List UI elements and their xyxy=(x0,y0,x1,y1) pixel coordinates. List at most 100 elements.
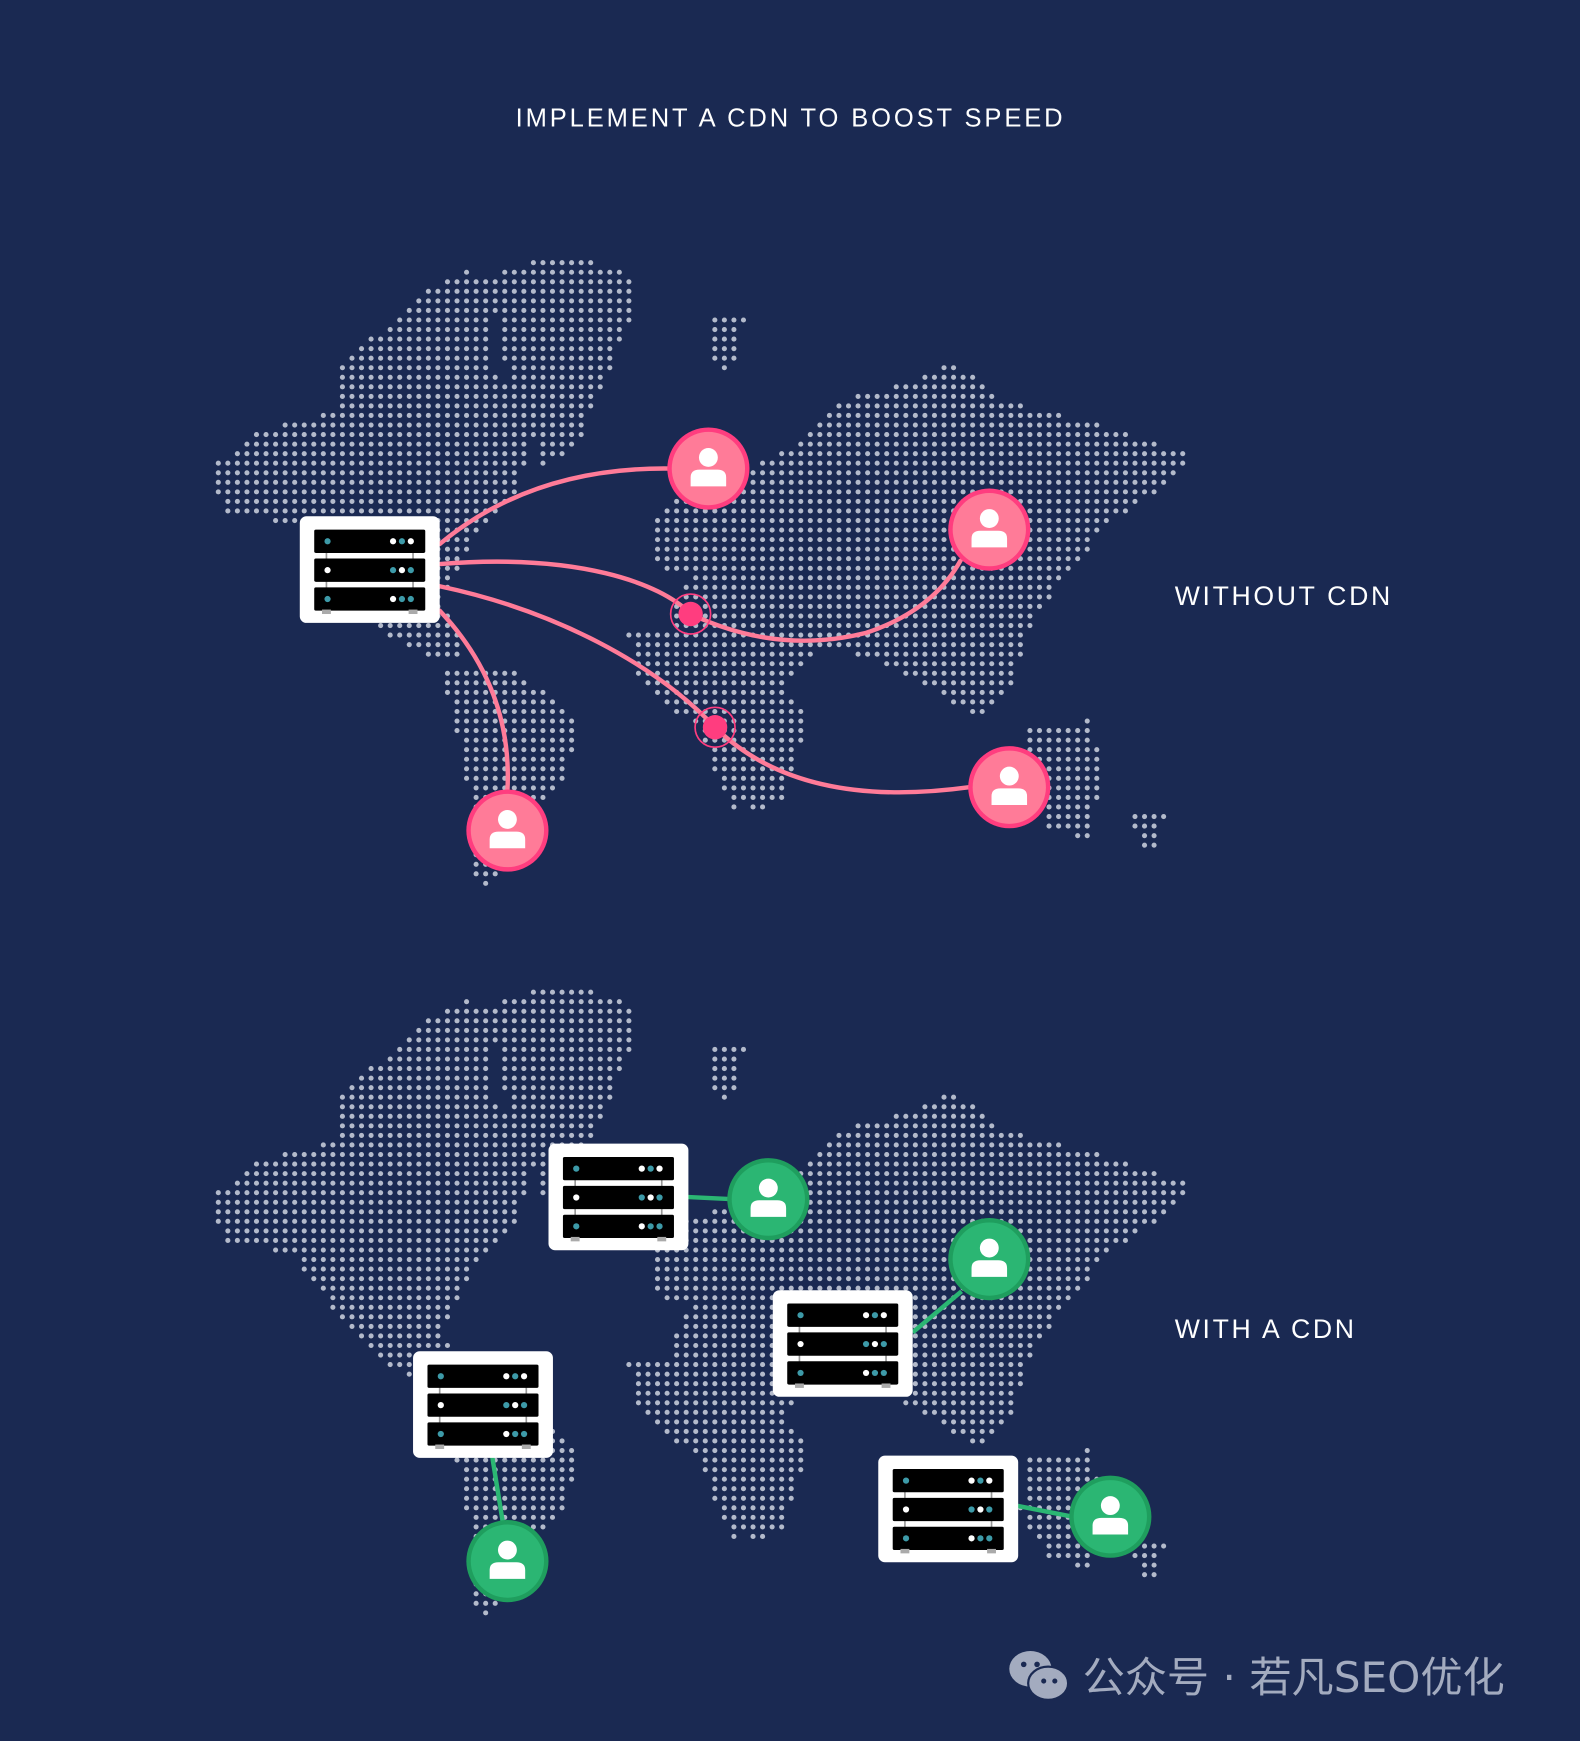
map-dot xyxy=(826,1199,832,1205)
map-dot xyxy=(549,1113,556,1119)
map-dot xyxy=(1065,775,1071,781)
map-dot xyxy=(826,508,832,514)
map-dot xyxy=(702,1390,708,1396)
map-dot xyxy=(588,1094,594,1100)
map-dot xyxy=(1008,623,1014,629)
map-dot xyxy=(817,508,823,514)
map-dot xyxy=(549,1008,556,1014)
map-dot xyxy=(454,1257,460,1263)
map-dot xyxy=(540,1056,546,1062)
map-dot xyxy=(950,632,957,638)
map-dot xyxy=(626,1027,632,1033)
map-dot xyxy=(425,1171,431,1177)
map-dot xyxy=(521,718,527,724)
map-dot xyxy=(931,412,938,419)
map-dot xyxy=(483,412,489,419)
map-dot xyxy=(788,1237,794,1244)
map-dot xyxy=(273,1171,279,1177)
map-dot xyxy=(1141,1180,1148,1186)
map-dot xyxy=(549,728,556,734)
map-dot xyxy=(807,489,813,495)
map-dot xyxy=(358,1142,365,1148)
map-dot xyxy=(1046,441,1052,447)
map-dot xyxy=(836,451,842,457)
map-dot xyxy=(874,651,880,657)
map-dot xyxy=(922,1295,928,1301)
map-dot xyxy=(416,1199,422,1205)
map-dot xyxy=(1017,565,1023,571)
map-dot xyxy=(1036,537,1043,543)
map-dot xyxy=(454,642,460,648)
map-dot xyxy=(960,1409,966,1415)
map-dot xyxy=(588,1046,594,1053)
map-dot xyxy=(788,470,794,476)
map-dot xyxy=(865,1218,871,1224)
map-dot xyxy=(712,1342,718,1349)
map-dot xyxy=(311,1161,317,1167)
map-dot xyxy=(473,1218,479,1224)
map-dot xyxy=(492,1171,498,1177)
map-dot xyxy=(330,1199,336,1205)
map-dot xyxy=(779,613,785,619)
map-dot xyxy=(387,441,393,447)
map-dot xyxy=(483,1018,489,1024)
map-dot xyxy=(1103,1161,1109,1167)
map-dot xyxy=(998,1180,1004,1186)
map-dot xyxy=(406,336,412,342)
map-dot xyxy=(511,317,517,323)
map-dot xyxy=(970,1323,976,1329)
map-dot xyxy=(788,1266,794,1272)
map-dot xyxy=(454,508,460,514)
map-dot xyxy=(1036,1314,1043,1320)
map-dot xyxy=(530,699,536,705)
map-dot xyxy=(1008,1199,1014,1205)
map-dot xyxy=(339,1266,345,1272)
map-dot xyxy=(444,422,451,428)
map-dot xyxy=(1084,498,1090,504)
map-dot xyxy=(865,651,871,657)
map-dot xyxy=(721,1400,727,1406)
map-dot xyxy=(731,1486,737,1492)
map-dot xyxy=(549,1476,556,1482)
map-dot xyxy=(1056,1247,1062,1253)
map-dot xyxy=(1065,527,1071,533)
map-dot xyxy=(855,412,861,419)
map-dot xyxy=(406,1104,412,1110)
map-dot xyxy=(311,479,317,485)
map-dot xyxy=(559,393,565,399)
map-dot xyxy=(540,989,546,995)
map-dot xyxy=(301,441,307,447)
map-dot xyxy=(521,365,527,371)
map-dot xyxy=(865,498,871,504)
map-dot xyxy=(1056,785,1062,791)
map-dot xyxy=(435,1113,441,1119)
map-dot xyxy=(1046,575,1052,581)
map-dot xyxy=(349,1276,355,1282)
map-dot xyxy=(521,737,527,743)
map-dot xyxy=(320,1161,326,1167)
map-dot xyxy=(922,384,928,390)
map-dot xyxy=(721,747,727,753)
map-dot xyxy=(559,422,565,428)
map-dot xyxy=(454,1161,460,1167)
map-dot xyxy=(874,603,880,610)
map-dot xyxy=(798,651,804,657)
map-dot xyxy=(1008,575,1014,581)
map-dot xyxy=(998,575,1004,581)
map-dot xyxy=(817,479,823,485)
map-dot xyxy=(444,517,451,524)
map-dot xyxy=(874,594,880,600)
map-dot xyxy=(674,1419,680,1425)
map-dot xyxy=(960,623,966,629)
map-dot xyxy=(215,1190,221,1196)
map-dot xyxy=(817,517,823,524)
map-dot xyxy=(654,1400,661,1406)
map-dot xyxy=(483,1123,489,1129)
map-dot xyxy=(549,298,556,304)
map-dot xyxy=(941,1400,947,1406)
map-dot xyxy=(492,766,498,772)
map-dot xyxy=(540,1094,546,1100)
map-dot xyxy=(473,1037,479,1043)
map-dot xyxy=(387,1247,393,1253)
map-dot xyxy=(922,1228,928,1234)
